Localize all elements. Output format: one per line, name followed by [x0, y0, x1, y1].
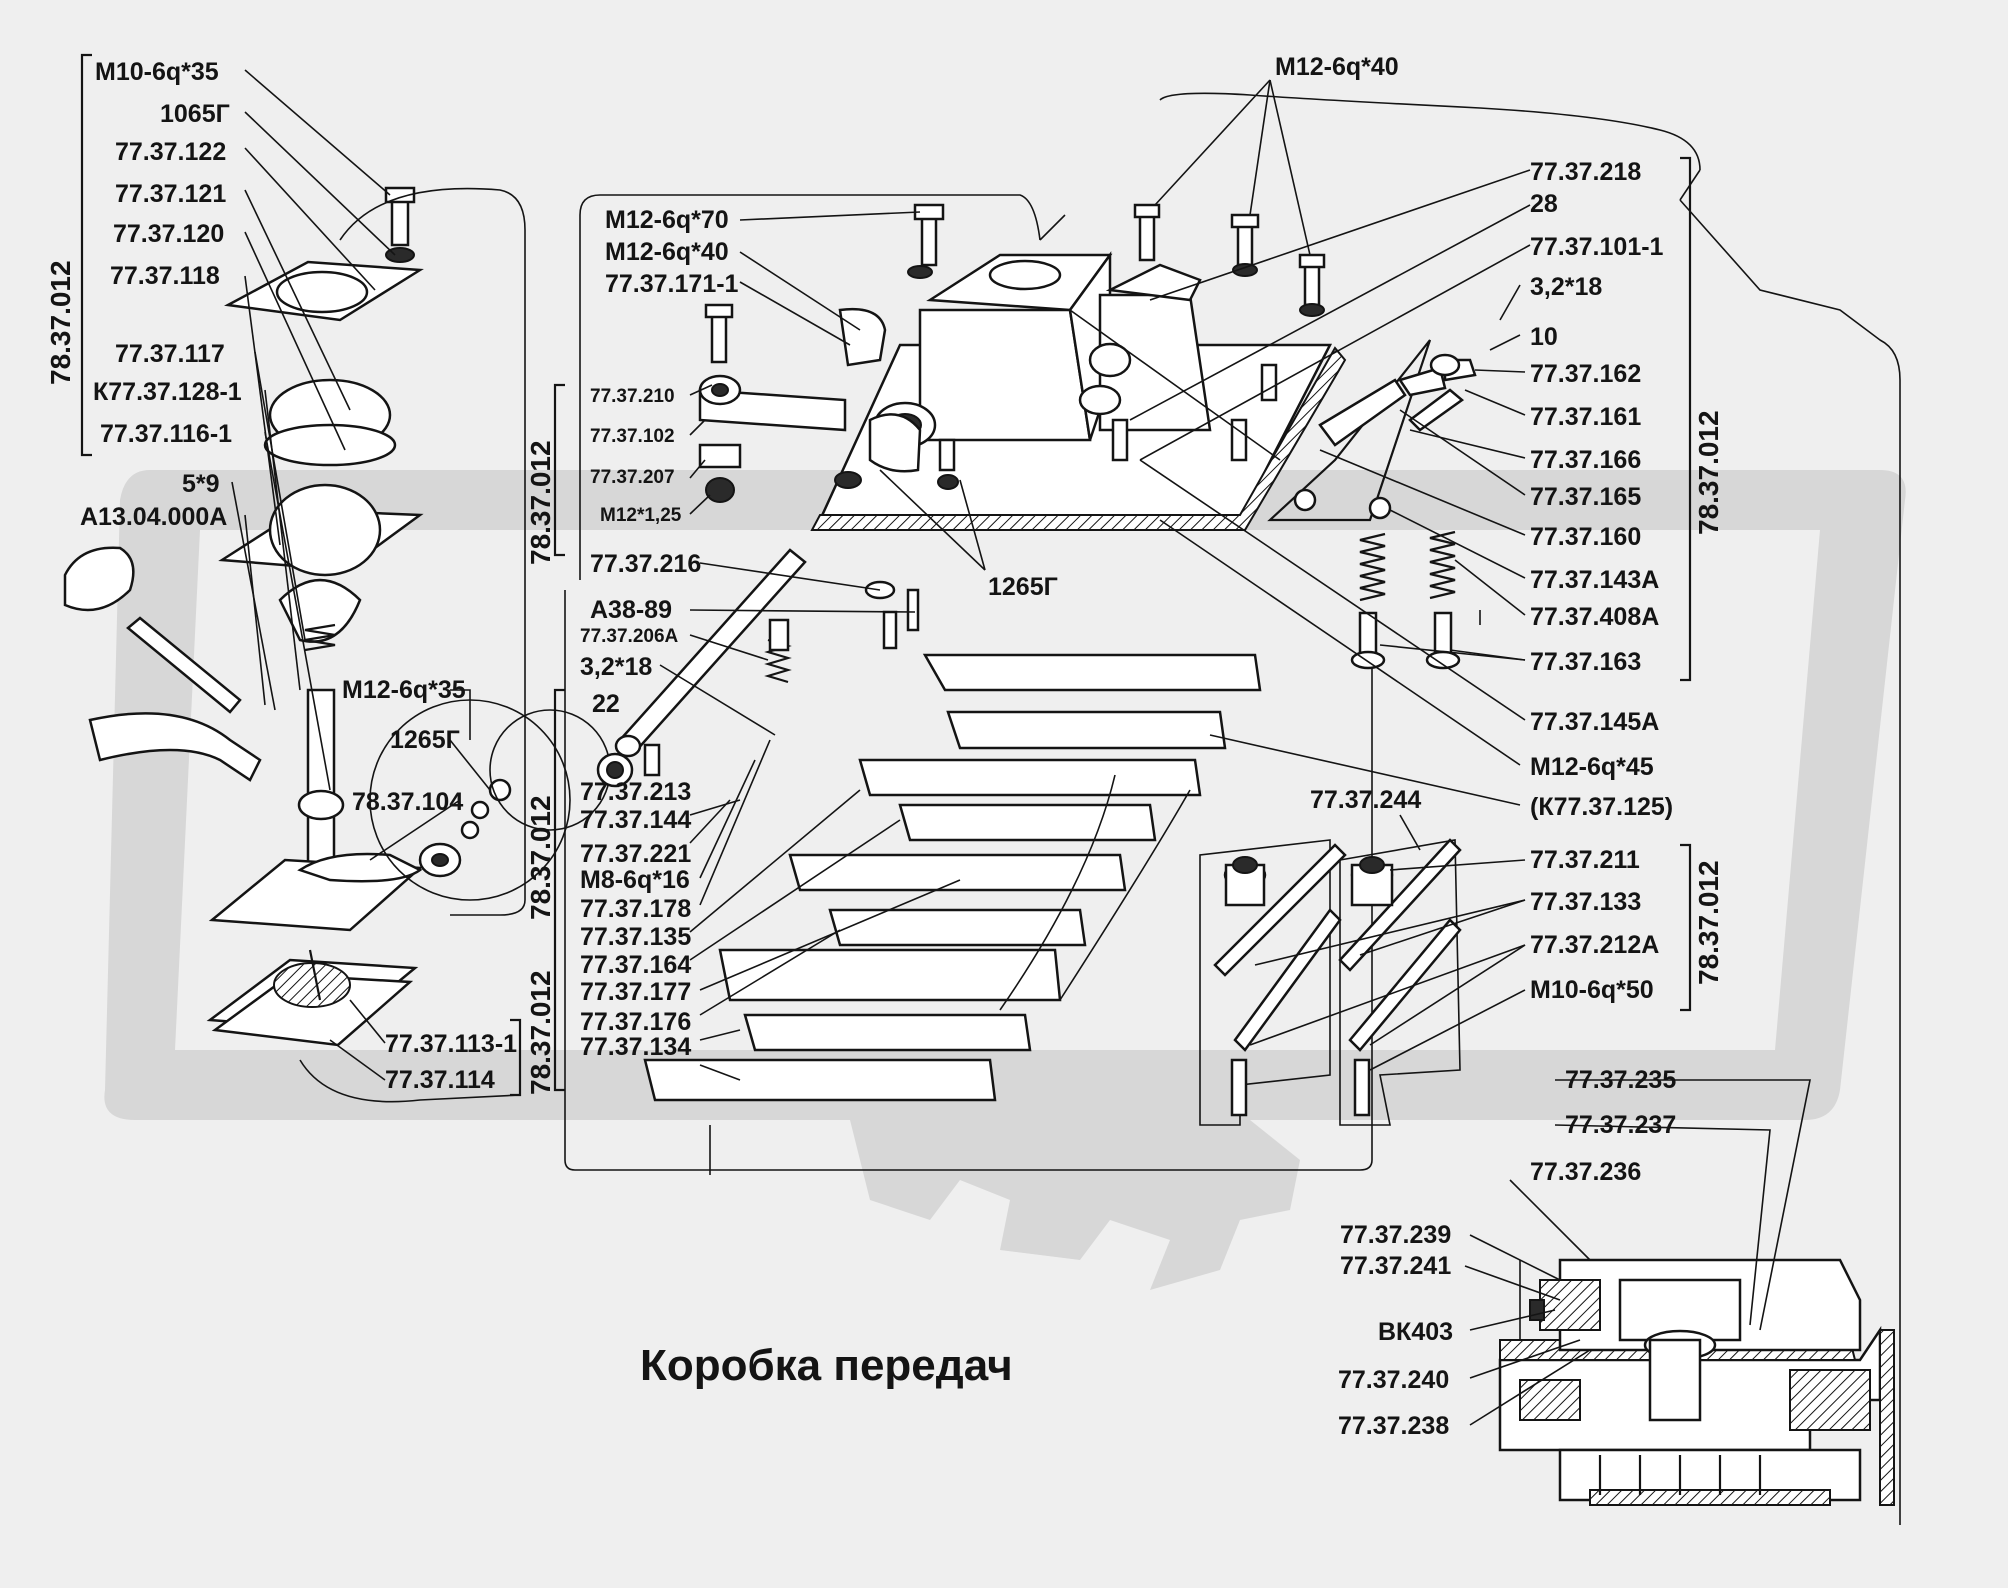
housing-cover [564, 194, 1373, 1175]
label-part-145: 77.37.145А [1530, 708, 1659, 736]
label-part-206: 77.37.206А [580, 626, 679, 647]
group-label-right-lower: 78.37.012 [1693, 860, 1724, 985]
label-washer-1265-left: 1265Г [390, 726, 460, 754]
group-label-mid-upper: 78.37.012 [525, 440, 556, 565]
lever-assembly [63, 53, 611, 1103]
label-item-28: 28 [1530, 190, 1558, 218]
label-m12-70: М12-6q*70 [605, 206, 729, 234]
callout-labels: М10-6q*35 1065Г 77.37.122 77.37.121 77.3… [45, 53, 1724, 1440]
label-nut-m12: М12*1,25 [600, 505, 682, 526]
label-part-177: 77.37.177 [580, 978, 691, 1006]
watermark-logo [104, 470, 1906, 1290]
label-part-120: 77.37.120 [113, 220, 224, 248]
label-part-133: 77.37.133 [1530, 888, 1641, 916]
label-part-163: 77.37.163 [1530, 648, 1641, 676]
label-washer-1265-mid: 1265Г [988, 573, 1058, 601]
label-part-143: 77.37.143А [1530, 566, 1659, 594]
label-pin-3-2x18-right: 3,2*18 [1530, 273, 1602, 301]
label-part-101: 77.37.101-1 [1530, 233, 1664, 261]
group-label-right-upper: 78.37.012 [1693, 410, 1724, 535]
label-washer-1065: 1065Г [160, 100, 230, 128]
label-m10-bolt: М10-6q*35 [95, 58, 219, 86]
label-part-114: 77.37.114 [385, 1066, 495, 1094]
label-part-161: 77.37.161 [1530, 403, 1641, 431]
label-pin-5x9: 5*9 [182, 470, 220, 498]
label-switch-vk403: ВК403 [1378, 1318, 1453, 1346]
label-part-102: 77.37.102 [590, 426, 675, 447]
label-part-166: 77.37.166 [1530, 446, 1641, 474]
label-part-113: 77.37.113-1 [385, 1030, 517, 1058]
label-part-134: 77.37.134 [580, 1033, 691, 1061]
label-part-164: 77.37.164 [580, 951, 691, 979]
group-label-mid-lower: 78.37.012 [525, 795, 556, 920]
label-part-104: 78.37.104 [352, 788, 463, 816]
label-part-162: 77.37.162 [1530, 360, 1641, 388]
label-part-241: 77.37.241 [1340, 1252, 1451, 1280]
label-part-144: 77.37.144 [580, 806, 691, 834]
label-pin-3-2x18: 3,2*18 [580, 653, 652, 681]
fork-rails [643, 653, 1262, 1102]
label-part-408: 77.37.408А [1530, 603, 1659, 631]
label-part-121: 77.37.121 [115, 180, 226, 208]
label-part-116: 77.37.116-1 [100, 420, 232, 448]
leader-lines [231, 69, 1811, 1426]
label-ball-10: 10 [1530, 323, 1558, 351]
label-part-237: 77.37.237 [1565, 1111, 1676, 1139]
label-part-210: 77.37.210 [590, 386, 675, 407]
label-m10-50: М10-6q*50 [1530, 976, 1654, 1004]
section-view [1498, 1258, 1895, 1506]
label-part-176: 77.37.176 [580, 1008, 691, 1036]
label-m12-45: М12-6q*45 [1530, 753, 1654, 781]
label-part-165: 77.37.165 [1530, 483, 1641, 511]
label-part-212: 77.37.212А [1530, 931, 1659, 959]
watermark-frame [104, 470, 1906, 1120]
label-part-240: 77.37.240 [1338, 1366, 1449, 1394]
label-part-235: 77.37.235 [1565, 1066, 1676, 1094]
label-part-213: 77.37.213 [580, 778, 691, 806]
label-part-239: 77.37.239 [1340, 1221, 1451, 1249]
label-part-211: 77.37.211 [1530, 846, 1640, 874]
label-m12-40-mid: М12-6q*40 [605, 238, 729, 266]
group-label-mid-bottom: 78.37.012 [525, 970, 556, 1095]
label-part-160: 77.37.160 [1530, 523, 1641, 551]
label-part-171: 77.37.171-1 [605, 270, 739, 298]
label-part-k128: К77.37.128-1 [93, 378, 242, 406]
label-a38-89: А38-89 [590, 596, 672, 624]
diagram-title: Коробка передач [640, 1341, 1013, 1390]
watermark-gear [850, 1120, 1300, 1290]
label-ball-22: 22 [592, 690, 620, 718]
label-part-236: 77.37.236 [1530, 1158, 1641, 1186]
label-part-207: 77.37.207 [590, 467, 675, 488]
label-m12-40-top: М12-6q*40 [1275, 53, 1399, 81]
label-part-118: 77.37.118 [110, 262, 220, 290]
label-part-216: 77.37.216 [590, 550, 701, 578]
label-part-117: 77.37.117 [115, 340, 225, 368]
label-part-135: 77.37.135 [580, 923, 691, 951]
label-knob: А13.04.000А [80, 503, 227, 531]
label-m8-16: М8-6q*16 [580, 866, 690, 894]
label-part-221: 77.37.221 [580, 840, 691, 868]
label-m12-35: М12-6q*35 [342, 676, 466, 704]
label-part-218: 77.37.218 [1530, 158, 1641, 186]
label-part-244: 77.37.244 [1310, 786, 1421, 814]
group-label-left: 78.37.012 [45, 260, 76, 385]
label-part-122: 77.37.122 [115, 138, 226, 166]
label-part-238: 77.37.238 [1338, 1412, 1449, 1440]
detent-parts [1159, 92, 1901, 1525]
label-part-k125: (К77.37.125) [1530, 793, 1673, 821]
label-part-178: 77.37.178 [580, 895, 691, 923]
